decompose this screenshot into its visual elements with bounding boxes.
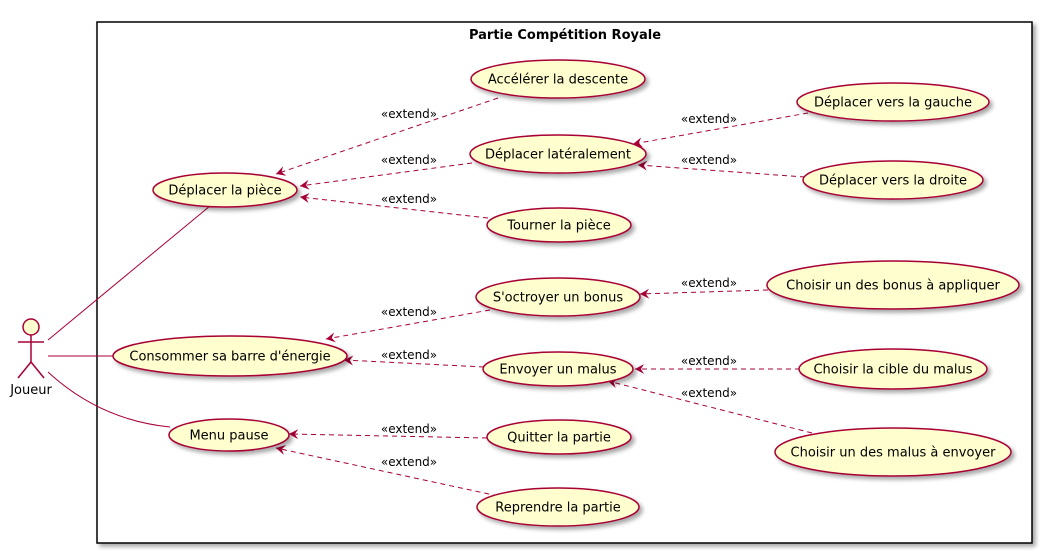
usecase-choisir-malus[interactable]: Choisir un des malus à envoyer	[774, 427, 1012, 477]
usecase-label: Accélérer la descente	[488, 73, 628, 88]
extend-label: «extend»	[681, 354, 737, 368]
usecase-label: Déplacer la pièce	[168, 184, 281, 199]
extend-tourner	[299, 193, 498, 220]
usecase-label: S'octroyer un bonus	[493, 291, 624, 306]
use-cases: Déplacer la pièce Consommer sa barre d'é…	[112, 59, 1020, 527]
assoc-deplacer-piece	[47, 205, 211, 341]
usecase-label: Tourner la pièce	[506, 219, 610, 234]
extend-label: «extend»	[381, 153, 437, 167]
usecase-gauche[interactable]: Déplacer vers la gauche	[796, 82, 990, 122]
usecase-accelerer[interactable]: Accélérer la descente	[470, 59, 646, 99]
actor-label: Joueur	[9, 383, 52, 398]
extend-reprendre	[275, 445, 499, 497]
usecase-label: Reprendre la partie	[495, 501, 620, 516]
extend-label: «extend»	[381, 455, 437, 469]
extend-quitter	[288, 429, 488, 440]
usecase-menu-pause[interactable]: Menu pause	[168, 418, 290, 452]
usecase-choisir-cible[interactable]: Choisir la cible du malus	[798, 348, 988, 390]
usecase-choisir-bonus[interactable]: Choisir un des bonus à appliquer	[766, 260, 1020, 310]
usecase-envoyer-malus[interactable]: Envoyer un malus	[482, 351, 634, 387]
usecase-label: Choisir la cible du malus	[813, 363, 972, 378]
usecase-tourner[interactable]: Tourner la pièce	[486, 207, 632, 243]
extend-label: «extend»	[381, 107, 437, 121]
extend-label: «extend»	[381, 422, 437, 436]
usecase-label: Déplacer vers la droite	[819, 174, 967, 189]
usecase-label: Consommer sa barre d'énergie	[129, 350, 330, 365]
extend-gauche	[632, 112, 809, 148]
extend-droite	[637, 160, 806, 178]
boundary-title: Partie Compétition Royale	[469, 28, 661, 43]
usecase-quitter[interactable]: Quitter la partie	[486, 419, 632, 455]
extend-accelerer	[275, 97, 499, 176]
usecase-label: Déplacer vers la gauche	[814, 96, 972, 111]
extend-label: «extend»	[381, 305, 437, 319]
actor-joueur: Joueur	[9, 318, 52, 398]
extend-label: «extend»	[681, 386, 737, 400]
extend-choisir-bonus	[639, 288, 769, 299]
extend-label: «extend»	[381, 348, 437, 362]
extend-labels: «extend» «extend» «extend» «extend» «ext…	[381, 107, 737, 469]
usecase-label: Choisir un des malus à envoyer	[791, 446, 997, 461]
usecase-deplacer-piece[interactable]: Déplacer la pièce	[152, 172, 298, 208]
extend-deplacer-lateral	[299, 162, 473, 190]
actor-stick-figure-icon	[17, 318, 45, 379]
usecase-label: Menu pause	[189, 429, 268, 444]
extend-label: «extend»	[681, 276, 737, 290]
extend-label: «extend»	[681, 153, 737, 167]
extend-label: «extend»	[381, 192, 437, 206]
assoc-menu-pause	[47, 371, 171, 428]
extend-choisir-malus	[607, 378, 813, 434]
usecase-droite[interactable]: Déplacer vers la droite	[802, 160, 984, 200]
usecase-deplacer-lateral[interactable]: Déplacer latéralement	[469, 134, 647, 174]
usecase-label: Quitter la partie	[507, 431, 611, 446]
extend-label: «extend»	[681, 112, 737, 126]
usecase-octroyer-bonus[interactable]: S'octroyer un bonus	[475, 277, 641, 317]
extend-octroyer-bonus	[325, 309, 491, 343]
actor-associations	[47, 205, 211, 428]
extend-relations	[275, 97, 813, 497]
usecase-label: Déplacer latéralement	[485, 148, 631, 163]
usecase-label: Choisir un des bonus à appliquer	[786, 279, 1000, 294]
usecase-label: Envoyer un malus	[499, 363, 616, 378]
usecase-consommer-energie[interactable]: Consommer sa barre d'énergie	[112, 335, 348, 377]
usecase-reprendre[interactable]: Reprendre la partie	[476, 487, 640, 527]
